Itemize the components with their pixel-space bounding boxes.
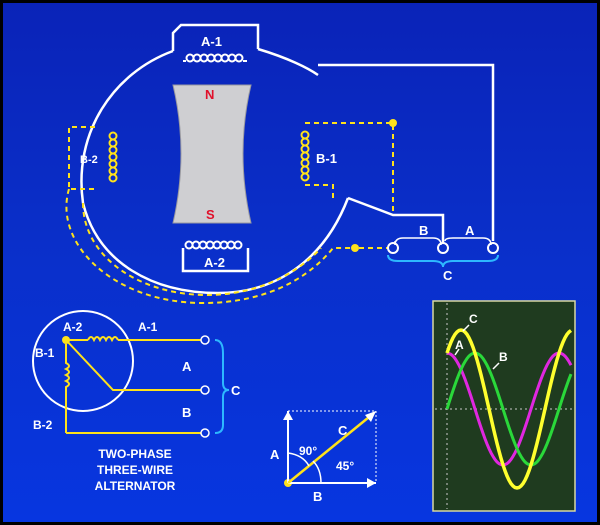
- angle-90-label: 90°: [299, 444, 317, 458]
- generator-section: A-1 N S A-2 B-2 B-1: [65, 23, 499, 305]
- pole-south-label: S: [206, 207, 215, 222]
- scope-section: C A B: [432, 300, 576, 512]
- vector-b-arrowhead: [367, 478, 376, 488]
- vector-a-label: A: [270, 447, 280, 462]
- output-c-label: C: [443, 268, 453, 283]
- trace-b-waveform: [445, 351, 573, 467]
- scope-c-pointer: [462, 324, 470, 332]
- alternator-diagram: A-1 N S A-2 B-2 B-1: [32, 23, 576, 512]
- schematic-a-coil-icon: [87, 336, 119, 343]
- coil-b1-label: B-1: [316, 151, 337, 166]
- output-bracket-b: [394, 237, 442, 246]
- a1-lead-wire: [318, 63, 495, 241]
- schematic-b2-label: B-2: [33, 418, 53, 432]
- pole-north-label: N: [205, 87, 214, 102]
- trace-a-waveform: [446, 351, 573, 467]
- vector-section: A B C 90° 45°: [270, 410, 377, 504]
- scope-c-label: C: [469, 312, 478, 326]
- b2-junction-dot: [351, 244, 359, 252]
- b1-return-wire: [305, 184, 334, 198]
- schematic-b1-label: B-1: [35, 346, 55, 360]
- scope-a-pointer: [454, 348, 460, 356]
- coil-a1-label: A-1: [201, 34, 222, 49]
- schematic-common-wire: [65, 339, 201, 391]
- b1-junction-dot: [389, 119, 397, 127]
- schematic-terminal-c: [200, 385, 210, 395]
- schematic-out-c-label: C: [231, 383, 241, 398]
- caption-line-3: ALTERNATOR: [95, 479, 176, 493]
- terminal-b: [387, 242, 399, 254]
- schematic-out-b-label: B: [182, 405, 191, 420]
- scope-b-pointer: [492, 362, 500, 370]
- schematic-c-bracket: [214, 339, 230, 434]
- schematic-terminal-a: [200, 335, 210, 345]
- vector-c-label: C: [338, 423, 348, 438]
- a1-coil-housing: [171, 23, 260, 51]
- b2-coil-housing: [68, 126, 95, 190]
- angle-45-label: 45°: [336, 459, 354, 473]
- schematic-terminal-b: [200, 428, 210, 438]
- terminal-a: [487, 242, 499, 254]
- scope-screen: [432, 300, 576, 512]
- common-lead-wire: [347, 196, 445, 243]
- b1-coil-icon: [300, 130, 310, 182]
- vector-a-arrowhead: [283, 411, 293, 420]
- output-b-label: B: [419, 223, 428, 238]
- output-a-label: A: [465, 223, 475, 238]
- coil-a2-label: A-2: [204, 255, 225, 270]
- b1-lead-wire: [305, 122, 394, 215]
- coil-b2-label: B-2: [80, 154, 98, 166]
- a2-coil-housing: [181, 248, 250, 273]
- trace-c-waveform: [445, 328, 573, 490]
- caption-line-2: THREE-WIRE: [97, 463, 173, 477]
- schematic-a2-label: A-2: [63, 320, 83, 334]
- schematic-b-coil-icon: [63, 344, 70, 433]
- b2-coil-icon: [108, 131, 118, 183]
- vector-c-arrowhead: [365, 411, 376, 422]
- output-bracket-a: [444, 237, 492, 246]
- angle-45-arc: [312, 460, 322, 484]
- schematic-a1-label: A-1: [138, 320, 158, 334]
- b2-wrap-wire-inner: [82, 202, 322, 297]
- a1-coil-icon: [183, 53, 247, 63]
- scope-b-label: B: [499, 350, 508, 364]
- schematic-section: A-2 A-1 B-1 B-2 A B C TWO-PHASE THREE-WI…: [32, 310, 241, 493]
- caption-line-1: TWO-PHASE: [98, 447, 171, 461]
- scope-a-label: A: [455, 338, 464, 352]
- terminal-common: [437, 242, 449, 254]
- angle-90-arc: [287, 452, 310, 467]
- output-bracket-c: [387, 254, 499, 268]
- vector-c-line: [287, 412, 375, 484]
- vector-b-label: B: [313, 489, 322, 504]
- stator-ring-top-right: [257, 47, 319, 77]
- schematic-stator-circle: [32, 310, 134, 412]
- rotor-pole-piece: [172, 84, 252, 224]
- a2-coil-icon: [184, 240, 243, 250]
- b2-wrap-wire-outer: [65, 188, 353, 305]
- schematic-out-a-label: A: [182, 359, 192, 374]
